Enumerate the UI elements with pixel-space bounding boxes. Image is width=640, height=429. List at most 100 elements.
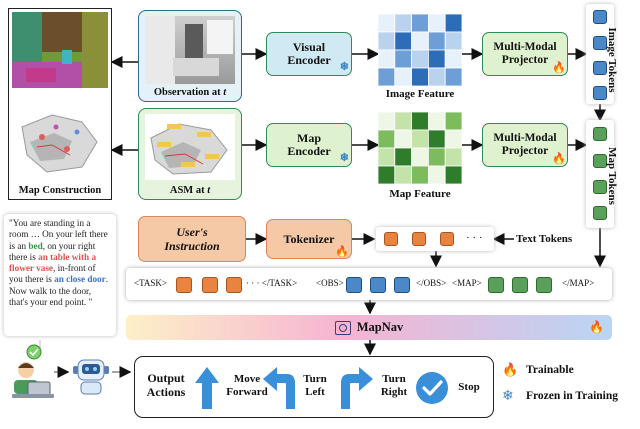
snowflake-icon: ❄	[339, 61, 349, 73]
feature-cell	[411, 31, 429, 51]
feature-cell	[411, 165, 429, 185]
sequence-text-token	[202, 277, 218, 293]
sequence-map-token	[536, 277, 552, 293]
visual-encoder: Visual Encoder ❄	[266, 32, 352, 76]
feature-cell	[444, 165, 463, 185]
map-tokens-label: Map Tokens	[606, 147, 618, 205]
map-feature-grid	[377, 111, 463, 185]
robot-avatar	[70, 352, 112, 398]
feature-cell	[411, 13, 429, 33]
map-token	[593, 154, 607, 168]
visual-encoder-label: Visual Encoder	[287, 40, 331, 67]
asm-tag	[157, 142, 171, 147]
multimodal-projector-bottom: Multi-Modal Projector 🔥	[482, 123, 568, 167]
text-token	[440, 232, 454, 246]
check-circle-icon	[416, 372, 448, 404]
feature-cell	[394, 129, 412, 149]
asm-tag	[197, 132, 211, 137]
asm-map-image	[145, 114, 235, 180]
map-token	[593, 206, 607, 220]
feature-cell	[428, 67, 446, 87]
map-feature-label: Map Feature	[389, 188, 451, 200]
image-feature-heatmap	[377, 13, 463, 87]
input-sequence-row: <TASK> · · · </TASK> <OBS> </OBS> <MAP> …	[126, 268, 612, 300]
action-label-line1: Move	[233, 373, 261, 385]
feature-cell	[444, 49, 463, 69]
map-tokens-column	[586, 120, 614, 228]
action-label-line1: Turn	[303, 373, 327, 385]
feature-cell	[411, 49, 429, 69]
map-feature-heatmap	[377, 111, 463, 185]
mapnav-map-icon	[334, 320, 351, 335]
task-open-tag: <TASK>	[134, 278, 167, 288]
feature-cell	[377, 49, 396, 69]
legend-frozen: ❄ Frozen in Training	[502, 388, 618, 404]
feature-cell	[377, 165, 396, 185]
observation-panel: Observation at t	[138, 10, 242, 102]
snowflake-icon: ❄	[502, 388, 514, 404]
obs-close-tag: </OBS>	[416, 278, 447, 288]
feature-cell	[377, 31, 396, 51]
turn-left-icon	[263, 367, 295, 409]
sequence-text-token	[226, 277, 242, 293]
image-feature-label: Image Feature	[385, 88, 455, 100]
task-close-tag: · · · </TASK>	[246, 278, 298, 288]
users-instruction-box: User's Instruction	[138, 216, 246, 262]
asm-label: ASM at t	[169, 185, 211, 196]
feature-cell	[394, 49, 412, 69]
sequence-text-token	[176, 277, 192, 293]
sequence-map-token	[512, 277, 528, 293]
text-tokens-row: · · ·	[376, 227, 494, 251]
user-avatar	[4, 344, 56, 400]
feature-cell	[411, 129, 429, 149]
observation-photo	[145, 16, 235, 84]
legend-trainable: 🔥 Trainable	[502, 362, 574, 378]
feature-cell	[428, 31, 446, 51]
arrow-up-icon	[195, 367, 219, 409]
image-token	[593, 86, 607, 100]
action-move-forward: Move Forward	[193, 363, 273, 413]
sequence-image-token	[394, 277, 410, 293]
obs-open-tag: <OBS>	[316, 278, 344, 288]
image-tokens-column	[586, 4, 614, 104]
projector-bottom-label: Multi-Modal Projector	[493, 132, 557, 157]
feature-cell	[394, 111, 412, 131]
feature-cell	[377, 147, 396, 167]
feature-cell	[428, 111, 446, 131]
map-construction-label: Map Construction	[18, 185, 102, 196]
feature-cell	[444, 147, 463, 167]
map-construction-panel: Map Construction	[8, 8, 112, 200]
snowflake-icon: ❄	[339, 152, 349, 164]
feature-cell	[411, 147, 429, 167]
action-turn-left: Turn Left	[261, 363, 333, 413]
multimodal-projector-top: Multi-Modal Projector 🔥	[482, 32, 568, 76]
feature-cell	[411, 111, 429, 131]
mapnav-bar: MapNav 🔥	[126, 315, 612, 340]
flame-icon: 🔥	[589, 320, 604, 334]
legend-trainable-label: Trainable	[526, 364, 574, 376]
flame-icon: 🔥	[552, 153, 566, 165]
action-label-line2: Right	[380, 386, 408, 398]
sequence-map-token	[488, 277, 504, 293]
action-stop: Stop	[415, 363, 491, 413]
legend-frozen-label: Frozen in Training	[526, 390, 619, 402]
asm-tag	[205, 154, 219, 159]
text-tokens-label: Text Tokens	[516, 233, 573, 245]
map-close-tag: </MAP>	[562, 278, 595, 288]
turn-right-icon	[341, 367, 373, 409]
feature-cell	[428, 49, 446, 69]
tokenizer-label: Tokenizer	[283, 231, 335, 246]
text-token	[384, 232, 398, 246]
asm-tag	[167, 124, 181, 129]
mapnav-label: MapNav	[356, 320, 404, 334]
feature-cell	[444, 67, 463, 87]
image-token	[593, 61, 607, 75]
image-token	[593, 10, 607, 24]
feature-cell	[411, 67, 429, 87]
image-tokens-label: Image Tokens	[606, 27, 618, 93]
feature-cell	[444, 111, 463, 131]
feature-cell	[444, 31, 463, 51]
text-tokens-ellipsis: · · ·	[466, 232, 483, 244]
